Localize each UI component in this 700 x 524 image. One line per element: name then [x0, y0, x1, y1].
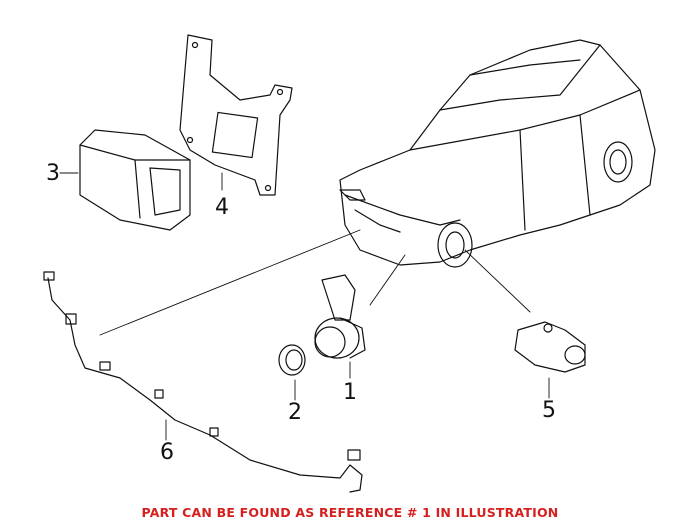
wiring-harness-illustration — [43, 271, 363, 493]
callout-1: 1 — [343, 380, 357, 405]
callout-6: 6 — [160, 440, 174, 465]
callout-3: 3 — [46, 161, 60, 186]
callout-4: 4 — [215, 195, 229, 220]
bracket-illustration — [179, 34, 293, 196]
callout-2: 2 — [288, 400, 302, 425]
camera-illustration — [514, 321, 586, 373]
callout-5: 5 — [542, 398, 556, 423]
control-module-illustration — [79, 129, 191, 231]
reference-note: PART CAN BE FOUND AS REFERENCE # 1 IN IL… — [141, 505, 559, 520]
vehicle-illustration — [339, 39, 656, 268]
parking-sensor-illustration — [314, 274, 366, 359]
sensor-retainer-illustration — [278, 344, 306, 376]
leader-lines — [59, 172, 550, 441]
